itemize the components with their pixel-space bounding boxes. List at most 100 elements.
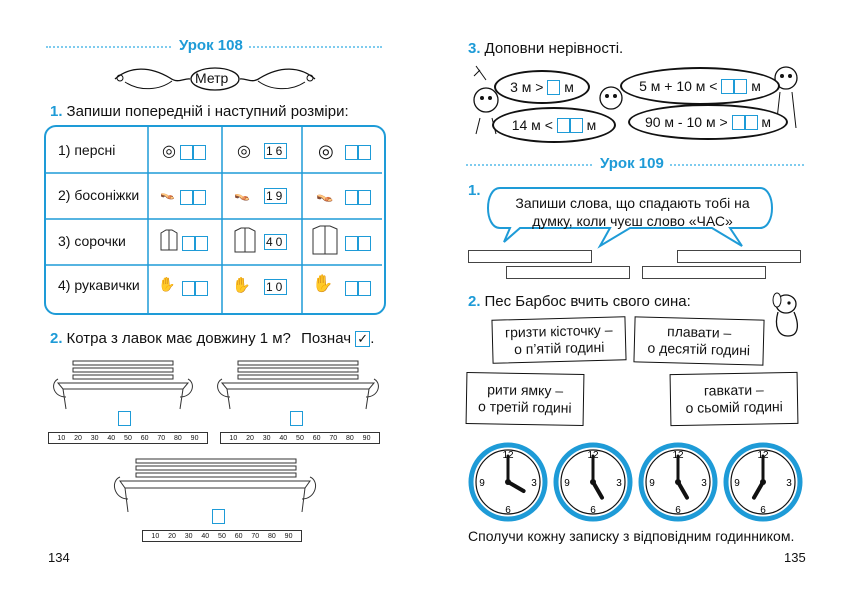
shirt-icon [312,225,338,255]
size-previous-input[interactable] [182,235,208,253]
sandal-icon: 👡 [160,186,175,200]
clock-number: 3 [531,478,537,489]
left-page-number: 134 [48,550,70,565]
note-3-line2: о третій годині [477,398,572,416]
inequality-1: 3 м > м [494,70,590,104]
left-task2-number: 2. [50,330,63,347]
bench-3-illustration [113,458,317,513]
inequality-3-answer[interactable] [569,117,583,133]
size-given-value: 40 [264,234,288,250]
left-task2-question: Котра з лавок має довжину 1 м? [66,330,291,347]
clock-face [560,449,626,515]
clock-hour-hand [752,480,765,500]
speech-bubble [487,187,773,249]
row-label-sandals: 2) босоніжки [58,187,140,203]
inequality-4-answer[interactable] [744,114,758,130]
right-task3-text: 3.Доповни нерівності. [468,40,623,57]
inequality-1-answer[interactable] [547,79,561,95]
size-next-input[interactable] [345,235,371,253]
clock-2[interactable]: 12369 [553,442,633,522]
inequality-2-answer[interactable] [734,78,748,94]
inequality-3-left: 14 м < [511,117,553,133]
note-1[interactable]: гризти кісточку –о п’ятій годині [491,316,627,364]
clock-hour-hand [676,480,689,500]
inequality-4-left: 90 м - 10 м > [644,114,728,130]
glove-icon: ✋ [158,276,176,292]
clock-center [675,479,681,485]
note-4-line2: о сьомій годині [685,398,783,416]
clock-number: 9 [564,478,570,489]
sizes-table-grid [46,127,382,313]
answer-line-2[interactable] [677,250,801,263]
left-task1-number: 1. [50,103,63,120]
inequality-2-left: 5 м + 10 м < [639,78,718,94]
bench-2-illustration [217,360,379,410]
clock-number: 9 [649,478,655,489]
right-task3-instruction: Доповни нерівності. [484,40,624,57]
row-label-rings: 1) персні [58,142,116,158]
shirt-icon [160,229,178,251]
lesson-109-title: Урок 109 [594,155,670,172]
size-next-input[interactable] [345,280,371,298]
size-previous-input[interactable] [182,280,208,298]
clock-number: 6 [675,505,681,516]
answer-line-3[interactable] [506,266,630,279]
size-previous-input[interactable] [180,189,206,207]
clock-1[interactable]: 12369 [468,442,548,522]
clock-number: 3 [616,478,622,489]
right-task2-final-instruction: Сполучи кожну записку з відповідним годи… [468,528,795,544]
clock-hour-hand [506,480,526,493]
clock-face [475,449,541,515]
lesson-108-title: Урок 108 [173,37,249,54]
inequality-4-answer[interactable] [731,114,745,130]
note-2[interactable]: плавати –о десятій годині [633,316,765,366]
clock-number: 9 [734,478,740,489]
clock-center [760,479,766,485]
sandal-icon: 👡 [234,186,251,201]
size-next-input[interactable] [345,144,371,162]
topic-title: Метр [195,70,229,86]
inequality-4: 90 м - 10 м > м [628,104,788,140]
clock-4[interactable]: 12369 [723,442,803,522]
row-label-shirts: 3) сорочки [58,233,126,249]
ring-icon: ◎ [318,141,334,161]
size-next-input[interactable] [345,189,371,207]
note-4-line1: гавкати – [703,381,764,399]
clock-number: 3 [701,478,707,489]
clock-number: 6 [590,505,596,516]
size-previous-input[interactable] [180,144,206,162]
note-3-line1: рити ямку – [487,381,564,399]
left-task2-mark-text: Познач [301,330,352,347]
inequality-2-answer[interactable] [721,78,735,94]
size-given-value: 16 [264,143,288,159]
clock-center [505,479,511,485]
note-4[interactable]: гавкати –о сьомій годині [669,371,799,427]
size-given-value: 10 [264,279,288,295]
clock-center [590,479,596,485]
sizes-table-frame [44,125,386,315]
inequality-2: 5 м + 10 м < м [620,67,780,105]
note-3[interactable]: рити ямку –о третій годині [465,371,585,427]
answer-line-4[interactable] [642,266,766,279]
inequality-4-unit: м [761,114,772,130]
bench-2-checkbox[interactable] [290,410,303,428]
clock-face [645,449,711,515]
inequality-3-unit: м [586,117,597,133]
clock-3[interactable]: 12369 [638,442,718,522]
note-2-line2: о десятій годині [647,339,751,359]
checkmark-icon: ✓ [355,331,371,348]
answer-line-1[interactable] [468,250,592,263]
topic-ornament [114,67,316,91]
clock-number: 9 [479,478,485,489]
left-task2-text: 2.Котра з лавок має довжину 1 м? Познач … [50,330,375,348]
bench-1-checkbox[interactable] [118,410,131,428]
left-task1-instruction: Запиши попередній і наступний розміри: [66,103,349,120]
bench-3-checkbox[interactable] [212,508,225,526]
note-1-line2: о п’ятій годині [513,338,605,358]
clock-number: 6 [760,505,766,516]
inequality-1-unit: м [564,79,574,95]
clock-number: 3 [786,478,792,489]
inequality-3-answer[interactable] [556,117,570,133]
row-label-gloves: 4) рукавички [58,277,140,293]
